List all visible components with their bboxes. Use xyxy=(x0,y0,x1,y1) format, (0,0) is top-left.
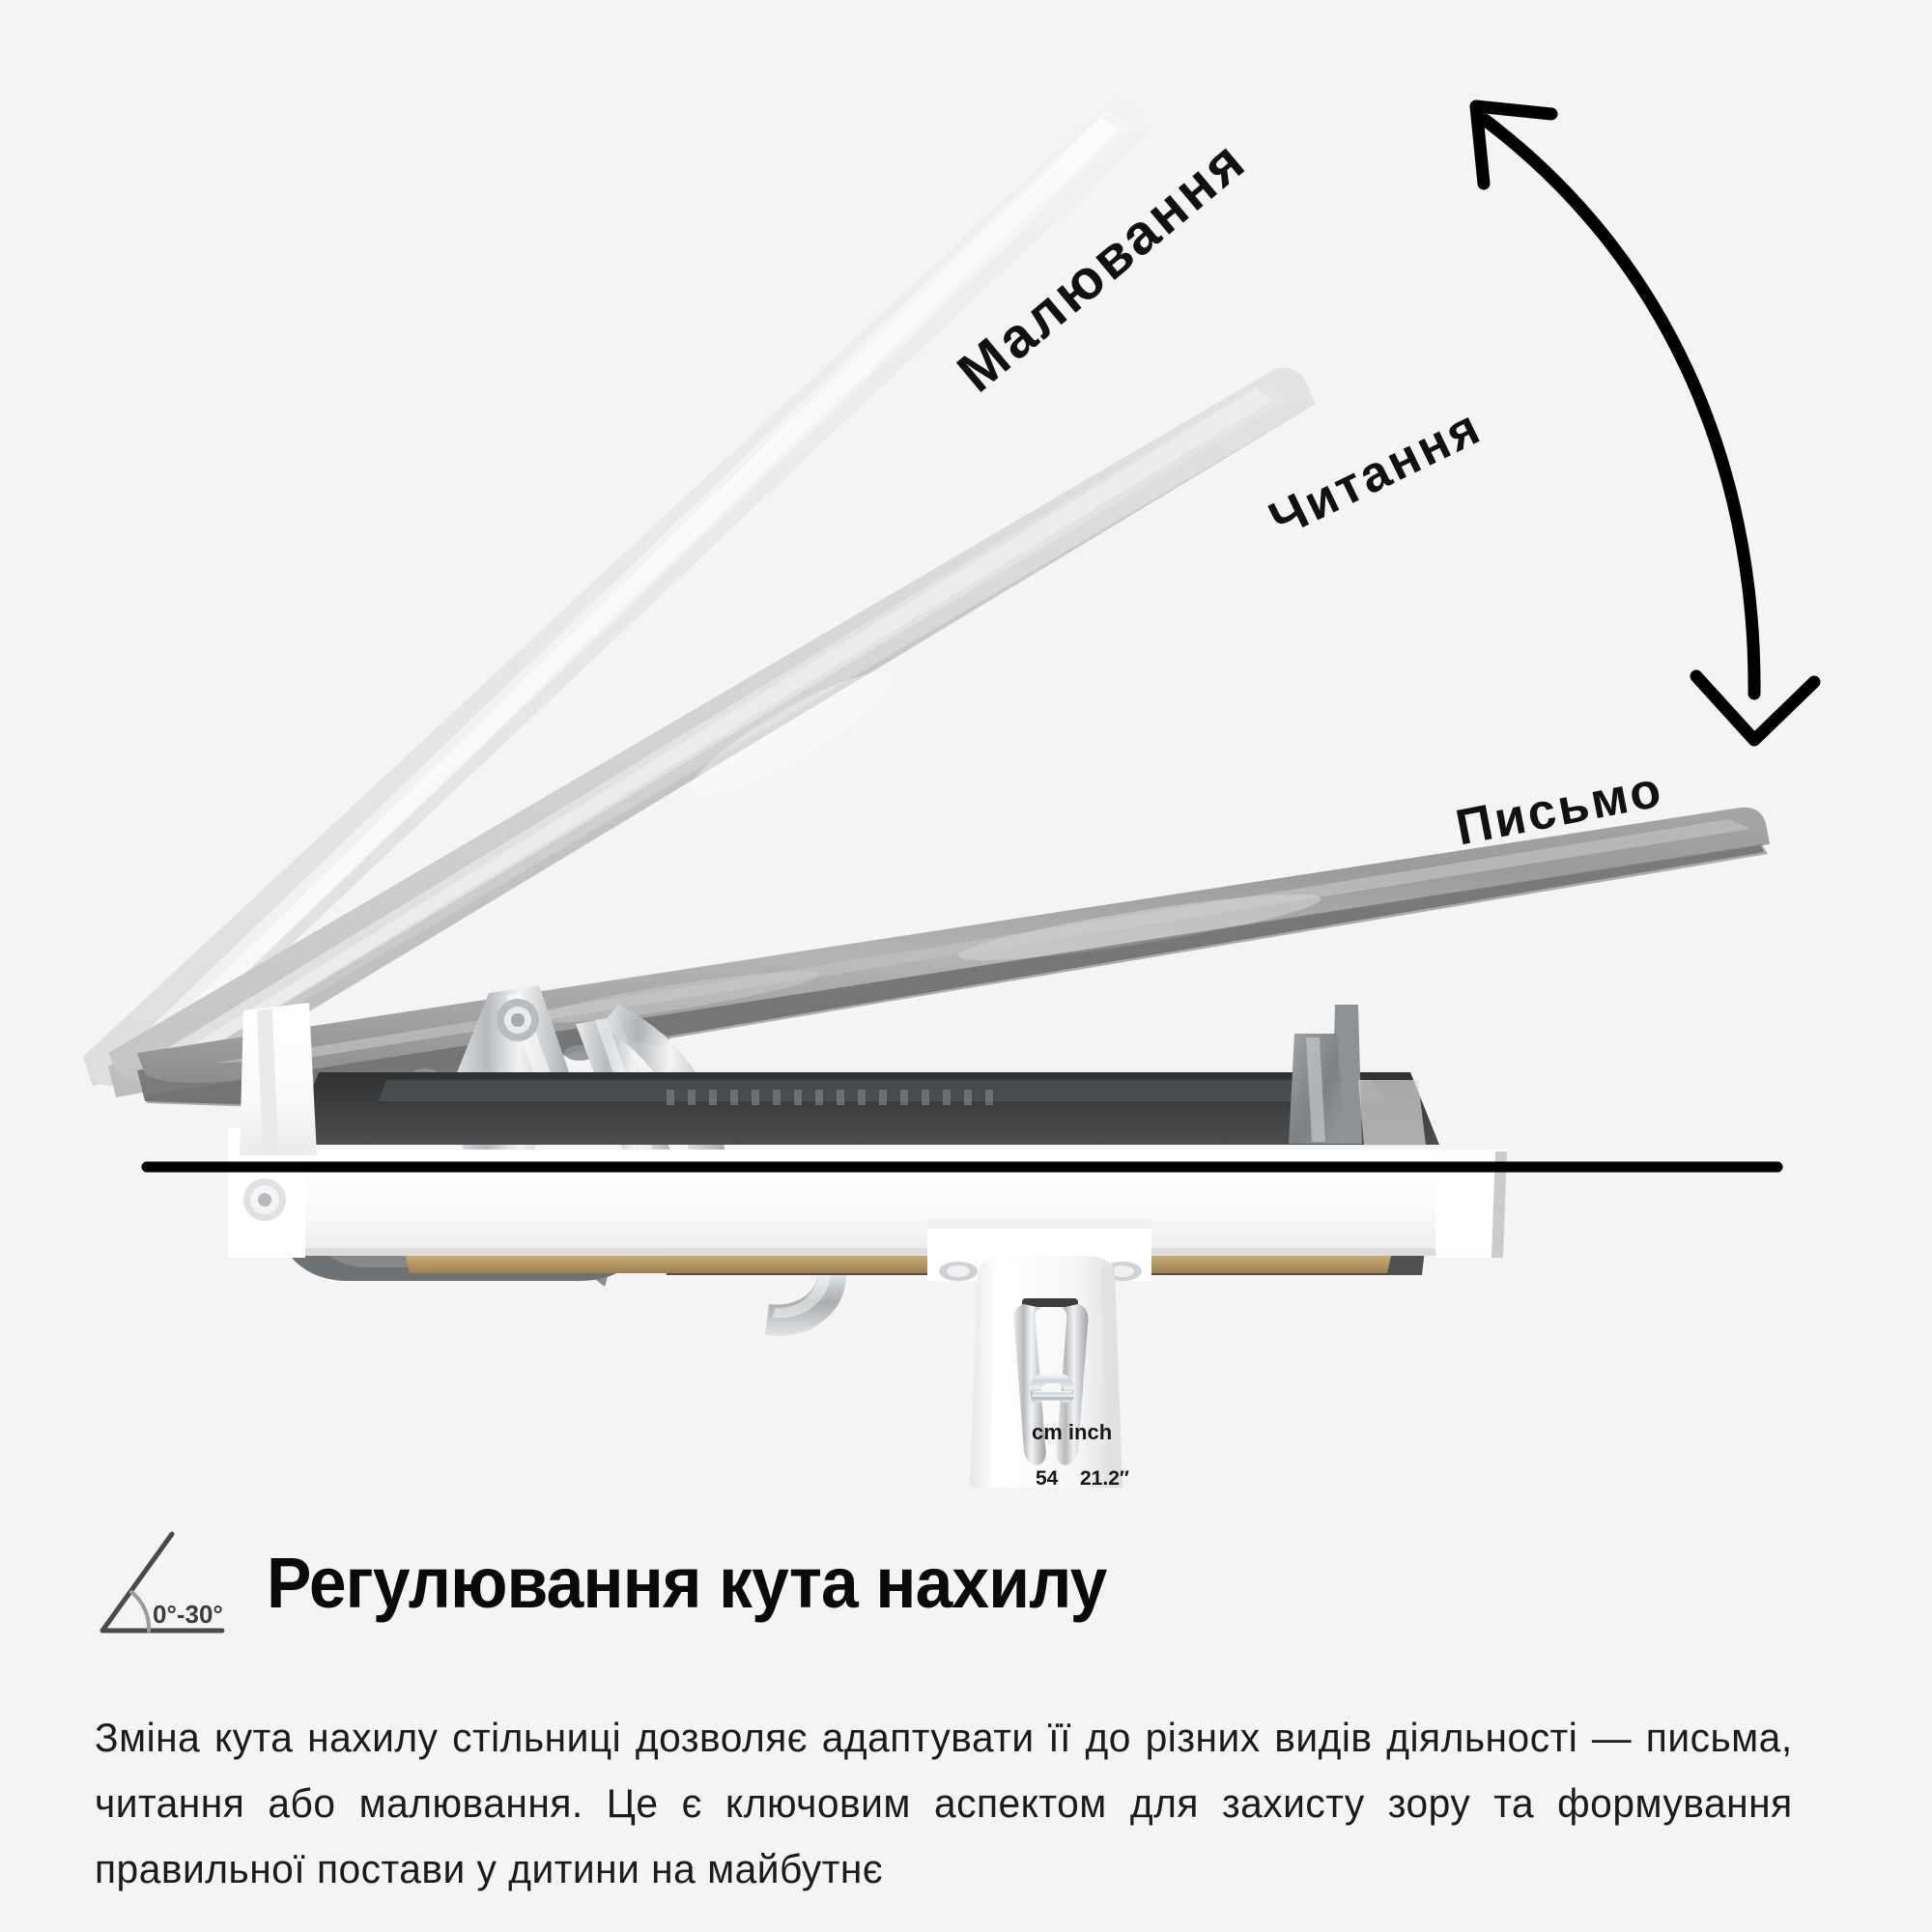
tabletop-panel-drawing xyxy=(83,99,1151,1087)
tabletop-panel-reading xyxy=(108,367,1316,1097)
ruler-value-inch: 21.2″ xyxy=(1080,1467,1129,1488)
desk-illustration: cm inch 54 21.2″ Малювання Читання Письм… xyxy=(83,99,1821,1488)
feature-title: Регулювання кута нахилу xyxy=(267,1543,1107,1623)
tilt-range-arrow xyxy=(1469,99,1821,747)
ruler-unit-labels: cm inch xyxy=(1032,1420,1112,1444)
feature-heading-row: 0°-30° Регулювання кута нахилу xyxy=(95,1524,1160,1642)
feature-text-block: 0°-30° Регулювання кута нахилу Зміна кут… xyxy=(0,1488,1932,1932)
ruler-value-cm: 54 xyxy=(1036,1467,1059,1488)
angle-range-text: 0°-30° xyxy=(153,1600,223,1629)
tilt-angle-icon: 0°-30° xyxy=(99,1531,225,1634)
desk-illustration-svg: cm inch 54 21.2″ xyxy=(83,99,1821,1488)
desk-support-column: cm inch 54 21.2″ xyxy=(927,1219,1151,1488)
feature-description: Зміна кута нахилу стільниці дозволяє ада… xyxy=(95,1715,1793,1892)
